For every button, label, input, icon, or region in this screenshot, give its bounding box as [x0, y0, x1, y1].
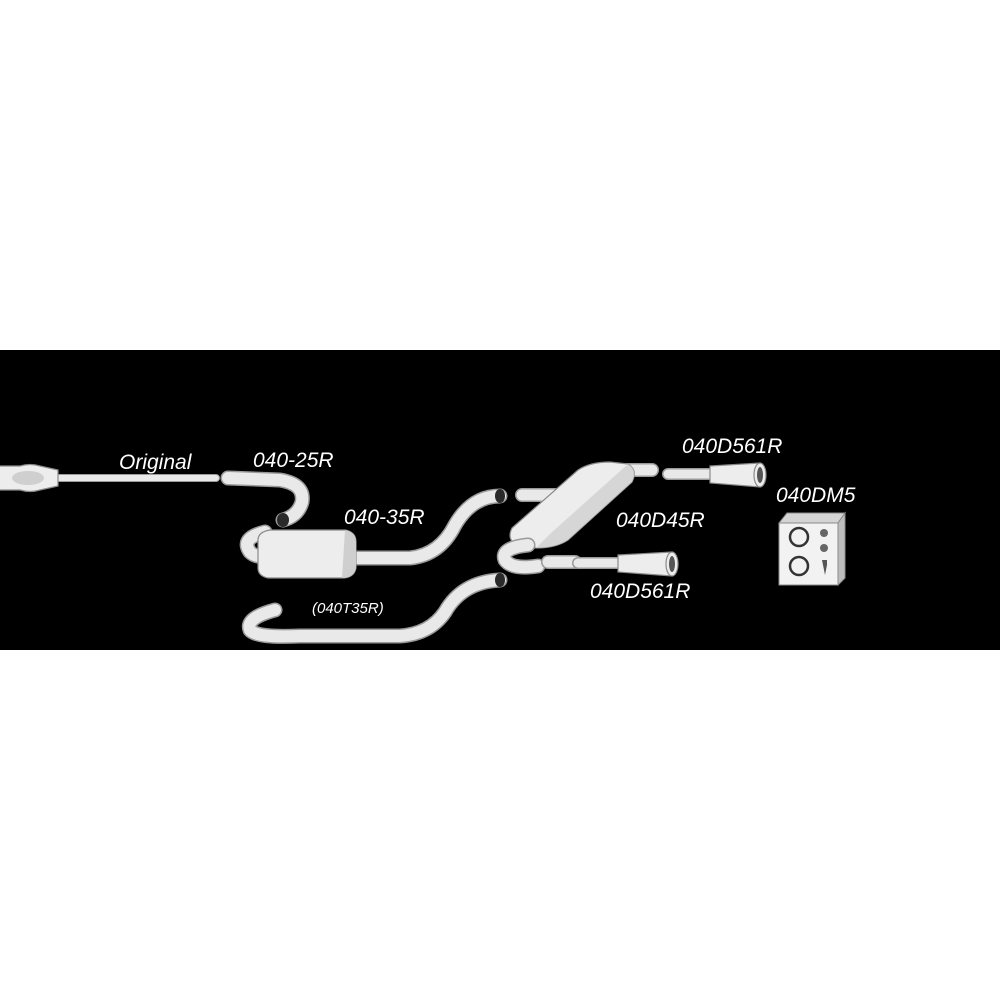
optional-pipe-040T35R [241, 572, 508, 644]
rubber-mount-1 [820, 529, 828, 537]
label-040DM5: 040DM5 [776, 484, 856, 507]
label-040D45R: 040D45R [616, 509, 705, 532]
centre-silencer-040-35R [239, 488, 508, 579]
label-040D561R-upper: 040D561R [682, 435, 782, 458]
original-pipe [0, 463, 220, 493]
clamp-ring-bottom [788, 555, 810, 577]
label-040-35R: 040-35R [344, 506, 425, 529]
label-original: Original [119, 451, 193, 474]
mounting-kit-040DM5 [777, 511, 846, 587]
label-040D561R-lower: 040D561R [590, 580, 690, 603]
clamp-ring-top [788, 526, 810, 548]
bolt [822, 560, 827, 575]
tailpipe-lower-040D561R [572, 551, 679, 577]
rubber-mount-2 [820, 544, 828, 552]
tailpipe-upper-040D561R [662, 462, 767, 488]
label-040T35R: (040T35R) [312, 600, 384, 617]
rear-silencer-040D45R [496, 461, 659, 575]
front-pipe-040-25R [220, 470, 310, 528]
label-040-25R: 040-25R [253, 449, 334, 472]
